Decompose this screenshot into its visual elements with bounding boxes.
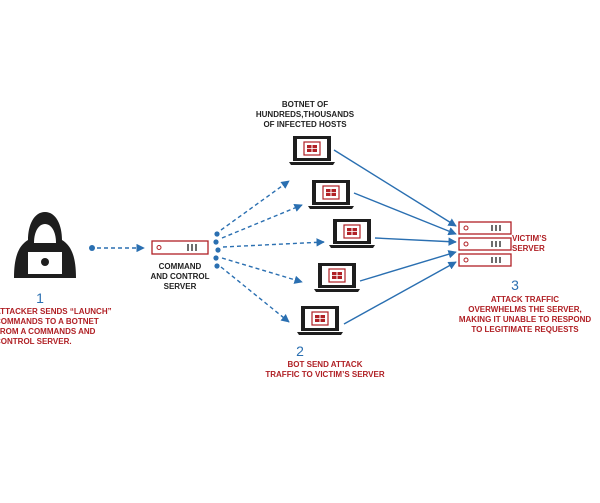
fanout-dots	[213, 231, 221, 269]
hooded-hacker-icon	[14, 212, 76, 278]
step-2-number: 2	[296, 343, 304, 359]
step-2-text: BOT SEND ATTACK TRAFFIC TO VICTIM’S SERV…	[265, 360, 385, 379]
bot-laptop-4	[313, 262, 361, 293]
server-stack-icon	[458, 221, 512, 267]
attack-arrows	[333, 149, 457, 325]
server-rack-icon	[151, 240, 209, 255]
step-1-number: 1	[36, 290, 44, 306]
bot-laptop-5	[296, 305, 344, 336]
attacker-signal-dot	[89, 245, 95, 251]
bot-laptop-2	[307, 179, 355, 210]
bot-laptop-3	[328, 218, 376, 249]
step-1-text: ATTACKER SENDS “LAUNCH” COMMANDS TO A BO…	[0, 307, 112, 346]
command-arrows	[220, 180, 325, 323]
victim-server-label: VICTIM’S SERVER	[512, 234, 547, 253]
cc-server-label: COMMAND AND CONTROL SERVER	[150, 262, 210, 291]
botnet-label: BOTNET OF HUNDREDS,THOUSANDS OF INFECTED…	[255, 100, 355, 129]
step-3-number: 3	[511, 277, 519, 293]
bot-laptop-1	[288, 135, 336, 166]
step-3-text: ATTACK TRAFFIC OVERWHELMS THE SERVER, MA…	[458, 295, 592, 334]
